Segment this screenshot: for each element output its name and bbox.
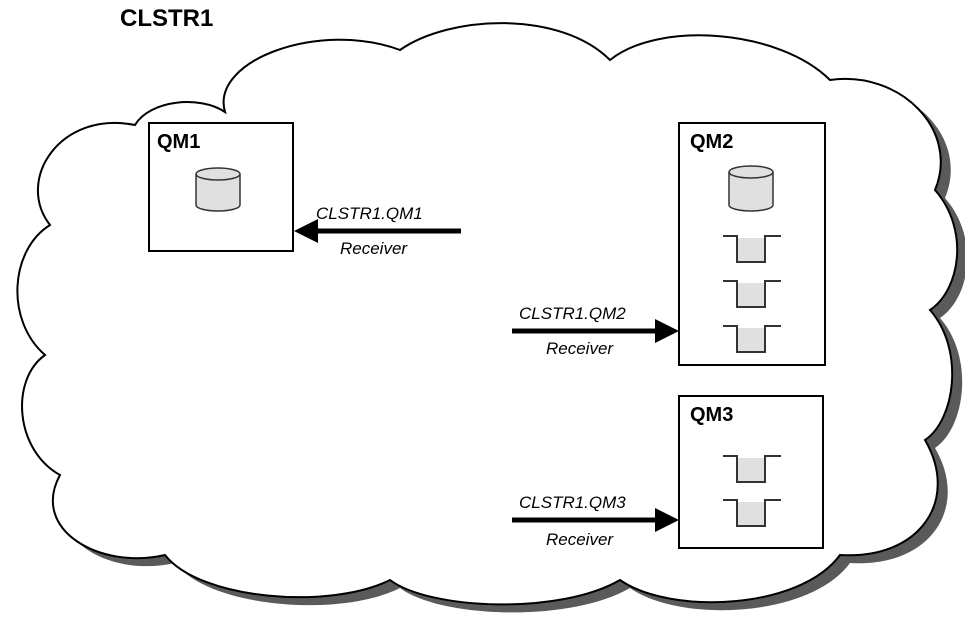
qm2-queue-icon-3 (723, 325, 781, 353)
qm2-repository-icon (728, 165, 774, 212)
channel-qm2-type: Receiver (546, 339, 614, 358)
channel-qm3-arrow (512, 508, 679, 532)
channel-qm3-name: CLSTR1.QM3 (519, 493, 626, 512)
qm2-queue-icon-1 (723, 235, 781, 263)
channel-qm2-arrow (512, 319, 679, 343)
qm1-label: QM1 (157, 131, 200, 153)
qm2-label: QM2 (690, 131, 733, 153)
channel-qm1-arrow (294, 219, 461, 243)
qm3-box: QM3 (678, 395, 824, 549)
qm1-box: QM1 (148, 122, 294, 252)
channel-qm3-type: Receiver (546, 530, 614, 549)
channel-qm1-name: CLSTR1.QM1 (316, 204, 423, 223)
qm3-queue-icon-1 (723, 455, 781, 483)
channel-qm2-name: CLSTR1.QM2 (519, 304, 626, 323)
qm3-queue-icon-2 (723, 499, 781, 527)
qm3-label: QM3 (690, 404, 733, 426)
qm2-queue-icon-2 (723, 280, 781, 308)
qm2-box: QM2 (678, 122, 826, 366)
qm1-repository-icon (195, 167, 241, 212)
channel-qm1-type: Receiver (340, 239, 408, 258)
cluster-title: CLSTR1 (120, 5, 214, 32)
